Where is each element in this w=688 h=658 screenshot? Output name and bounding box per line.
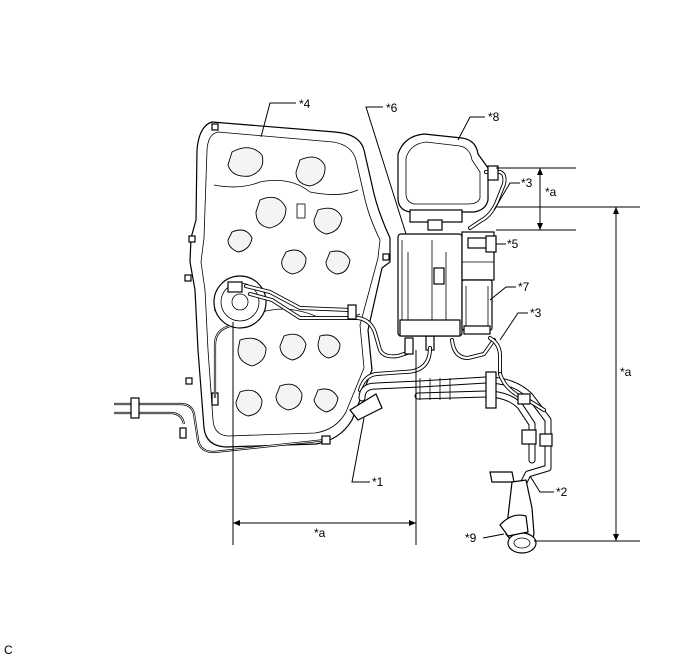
tank-relief-pattern bbox=[213, 147, 361, 417]
leader-lines bbox=[260, 102, 554, 539]
label-5: *5 bbox=[507, 237, 519, 251]
label-a-bottom: *a bbox=[314, 526, 326, 540]
label-9: *9 bbox=[465, 531, 477, 545]
callout-labels: *4 *6 *8 *3 *a *5 *7 *3 *a *1 *2 *a *9 C bbox=[4, 97, 632, 657]
label-a-right: *a bbox=[620, 365, 632, 379]
corner-code: C bbox=[4, 643, 13, 657]
filler-pipe bbox=[349, 336, 553, 494]
fuel-lines bbox=[114, 324, 331, 454]
vent-valve bbox=[461, 231, 497, 281]
label-3-upper: *3 bbox=[521, 176, 533, 190]
label-8: *8 bbox=[488, 110, 500, 124]
fuel-cap-air-filter bbox=[397, 133, 507, 231]
fuel-tank bbox=[184, 121, 391, 448]
fuel-pump-flange bbox=[213, 275, 267, 329]
label-1: *1 bbox=[372, 475, 384, 489]
dimension-lines bbox=[232, 167, 640, 545]
leak-detection-pump bbox=[461, 279, 493, 335]
filler-neck bbox=[499, 479, 537, 554]
label-3-lower: *3 bbox=[530, 306, 542, 320]
charcoal-canister bbox=[397, 233, 463, 337]
mounting-tabs bbox=[184, 123, 390, 385]
label-7: *7 bbox=[518, 280, 530, 294]
label-a-top: *a bbox=[545, 185, 557, 199]
label-2: *2 bbox=[556, 485, 568, 499]
label-4: *4 bbox=[299, 97, 311, 111]
evap-hoses bbox=[244, 284, 496, 392]
label-6: *6 bbox=[386, 101, 398, 115]
